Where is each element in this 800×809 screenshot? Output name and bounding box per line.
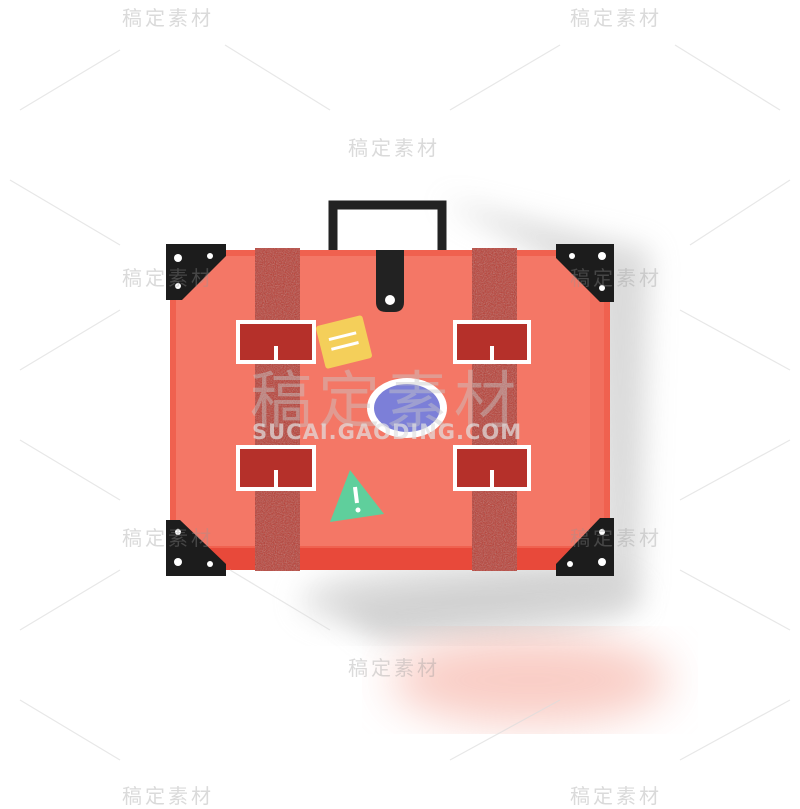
watermark-text: 稿定素材 <box>570 784 662 808</box>
buckle-bottom-right <box>453 445 531 491</box>
corner-guard-top-left <box>166 244 226 300</box>
buckle-top-right <box>453 320 531 364</box>
watermark-text: 稿定素材 <box>348 136 440 160</box>
watermark-text: 稿定素材 <box>570 526 662 550</box>
watermark-text: 稿定素材 <box>122 266 214 290</box>
leather-strap-right <box>472 248 517 571</box>
corner-guard-top-right <box>556 244 614 302</box>
latch-clasp <box>376 250 404 312</box>
watermark-lines <box>9 44 791 761</box>
watermark-text: 稿定素材 <box>570 266 662 290</box>
watermark-text: 稿定素材 <box>348 656 440 680</box>
buckle-bottom-left <box>236 445 316 491</box>
pink-smudge <box>390 635 670 725</box>
buckle-top-left <box>236 320 316 364</box>
corner-guard-bottom-left <box>166 520 226 576</box>
suitcase-handle <box>328 200 447 252</box>
watermark-text: 稿定素材 <box>570 6 662 30</box>
drop-shadow <box>300 200 650 640</box>
yellow-note-sticker <box>316 315 372 369</box>
watermark-url: SUCAI.GAODING.COM <box>252 420 523 444</box>
watermark-text: 稿定素材 <box>122 6 214 30</box>
watermark-text: 稿定素材 <box>122 526 214 550</box>
corner-guard-bottom-right <box>556 518 614 576</box>
warning-triangle-sticker <box>330 470 384 522</box>
purple-oval-sticker <box>367 378 447 438</box>
watermark-logo-text: 稿定素材 <box>250 364 523 437</box>
leather-strap-left <box>255 248 300 571</box>
watermark-text: 稿定素材 <box>122 784 214 808</box>
